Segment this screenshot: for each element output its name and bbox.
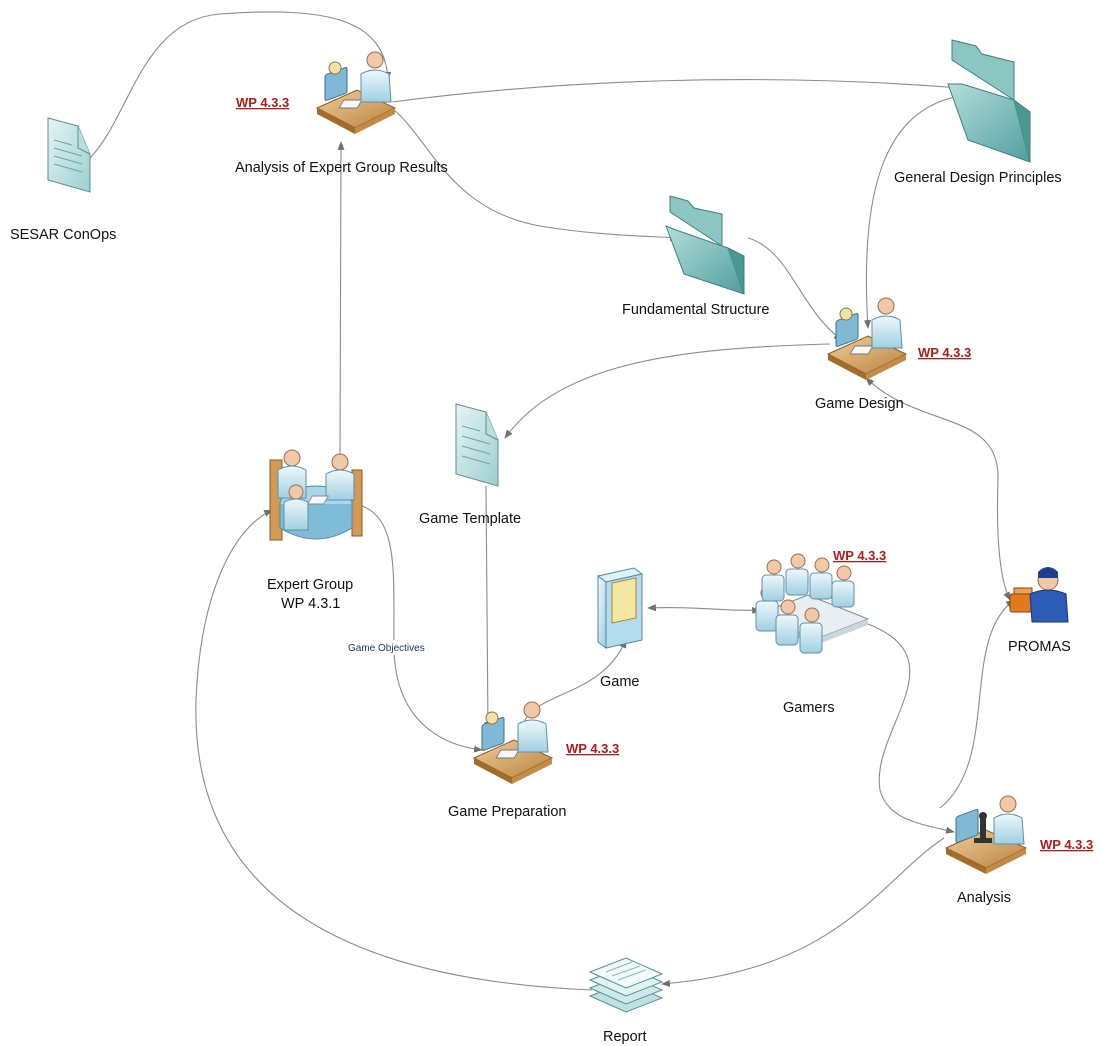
node-label-wp: WP 4.3.1	[281, 596, 340, 612]
node-report[interactable]: Report	[588, 957, 664, 1045]
node-game-preparation[interactable]: WP 4.3.3 Game Preparation	[448, 701, 619, 820]
server-icon	[596, 567, 644, 649]
node-label: Game Design	[815, 396, 904, 412]
wp-label: WP 4.3.3	[566, 741, 619, 756]
document-icon	[455, 403, 499, 487]
wp-label: WP 4.3.3	[1040, 837, 1093, 852]
node-label: Game Preparation	[448, 804, 566, 820]
wp-label: WP 4.3.3	[833, 548, 886, 563]
workstation-person-icon	[473, 701, 553, 785]
node-fundamental-structure[interactable]: Fundamental Structure	[622, 195, 770, 318]
game-objectives-label: Game Objectives	[348, 643, 425, 654]
edge-fundamental-to-game-design	[747, 237, 843, 341]
node-label: Expert Group	[267, 577, 353, 593]
node-game-design[interactable]: WP 4.3.3 Game Design	[815, 297, 971, 412]
node-label: Gamers	[783, 700, 835, 716]
edge-game-design-promas	[865, 377, 1011, 601]
stacked-documents-icon	[588, 957, 664, 1013]
wp-label: WP 4.3.3	[918, 345, 971, 360]
node-label: PROMAS	[1008, 639, 1071, 655]
node-game-template[interactable]: Game Template	[419, 403, 521, 527]
node-promas[interactable]: PROMAS	[1008, 567, 1071, 655]
edge-analysis-to-fundamental	[393, 109, 679, 241]
edge-analysis-to-general-design	[391, 79, 961, 103]
edge-report-to-expert	[195, 509, 593, 991]
node-label: Report	[603, 1029, 647, 1045]
edge-expert-to-game-prep	[361, 505, 483, 753]
node-sesar-conops[interactable]: SESAR ConOps	[10, 117, 116, 243]
mechanic-person-icon	[1009, 567, 1069, 623]
node-analysis-of-expert-group-results[interactable]: WP 4.3.3 Analysis of Expert Group Result…	[235, 51, 448, 176]
node-label: Game	[600, 674, 640, 690]
edge-game-design-to-template	[504, 343, 831, 439]
node-game[interactable]: Game	[596, 567, 644, 690]
wp-label: WP 4.3.3	[236, 95, 289, 110]
edge-analysis-to-report	[661, 837, 945, 987]
workstation-person-icon	[316, 51, 396, 135]
document-icon	[47, 117, 91, 193]
node-gamers[interactable]: WP 4.3.3 Gamers	[754, 548, 886, 716]
node-label: General Design Principles	[894, 170, 1062, 186]
node-label: SESAR ConOps	[10, 227, 116, 243]
edge-general-design-to-game-design	[863, 95, 961, 329]
edge-expert-to-analysis	[337, 141, 345, 461]
edge-sesar-to-analysis	[87, 11, 392, 161]
node-label: Analysis	[957, 890, 1011, 906]
edge-gamers-to-analysis	[867, 623, 955, 834]
node-general-design-principles[interactable]: General Design Principles	[894, 39, 1062, 186]
edge-game-gamers	[647, 604, 761, 615]
lab-microscope-person-icon	[944, 795, 1028, 874]
node-analysis[interactable]: WP 4.3.3 Analysis	[944, 795, 1093, 906]
meeting-table-icon	[269, 449, 363, 541]
connectors	[87, 11, 1015, 991]
node-expert-group[interactable]: Expert Group WP 4.3.1	[267, 449, 363, 612]
node-label: Fundamental Structure	[622, 302, 770, 318]
conference-group-icon	[754, 553, 870, 654]
node-label: Game Template	[419, 511, 521, 527]
node-label: Analysis of Expert Group Results	[235, 160, 448, 176]
folder-icon	[947, 39, 1031, 163]
edge-template-to-game-prep	[484, 485, 492, 731]
edge-analysis-to-promas	[939, 599, 1015, 809]
folder-icon	[665, 195, 745, 295]
